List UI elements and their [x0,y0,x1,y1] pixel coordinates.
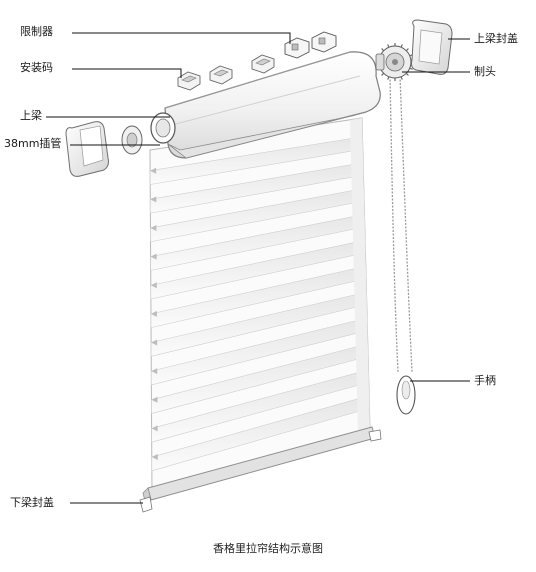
fabric-stripe-notch [150,224,157,231]
fabric-panel [149,117,371,496]
gear-tooth [405,48,409,52]
bottom-end-cap-left [139,496,153,513]
gear-tooth [400,44,403,48]
fabric-stripe-notch [150,196,157,203]
label-top-end-cap: 上梁封盖 [474,32,518,45]
label-mount-clip: 安装码 [20,61,53,74]
gear-tooth [400,76,403,80]
limiters [284,31,337,59]
gear-tooth [387,44,390,48]
leader-lines [46,32,470,504]
fabric-stripe-notch [151,425,158,432]
label-bottom-end-cap: 下梁封盖 [10,496,54,509]
fabric-stripe-notch [150,282,157,289]
gear-tooth [387,76,390,80]
fabric-stripe-notch [150,167,157,174]
fabric-stripe-notch [150,253,157,260]
bottom-end-cap-right [368,429,382,442]
gear-tooth [405,72,409,76]
fabric-stripe-notch [150,310,157,317]
fabric-stripe-notch [151,339,158,346]
figure-caption: 香格里拉帘结构示意图 [213,542,323,555]
label-38mm-tube: 38mm插管 [4,137,62,150]
fabric-stripe-notch [151,396,158,403]
fabric-stripe-notch [151,368,158,375]
fabric-stripe-notch [151,454,158,461]
right-assembly [375,19,453,415]
gear-tooth [381,48,385,52]
bottom-rail [139,426,382,513]
label-handle: 手柄 [474,374,496,387]
fabric-stripe [151,395,370,472]
gear-tooth [409,67,413,70]
gear-tooth [381,72,385,76]
left-assembly [65,112,176,177]
label-limiter: 限制器 [20,25,53,38]
fabric-stripes [149,136,370,472]
label-control-head: 制头 [474,65,496,78]
fabric-stripe [151,369,370,443]
label-top-beam: 上梁 [20,109,42,122]
mount-clips [177,54,275,91]
top-beam [164,51,381,159]
